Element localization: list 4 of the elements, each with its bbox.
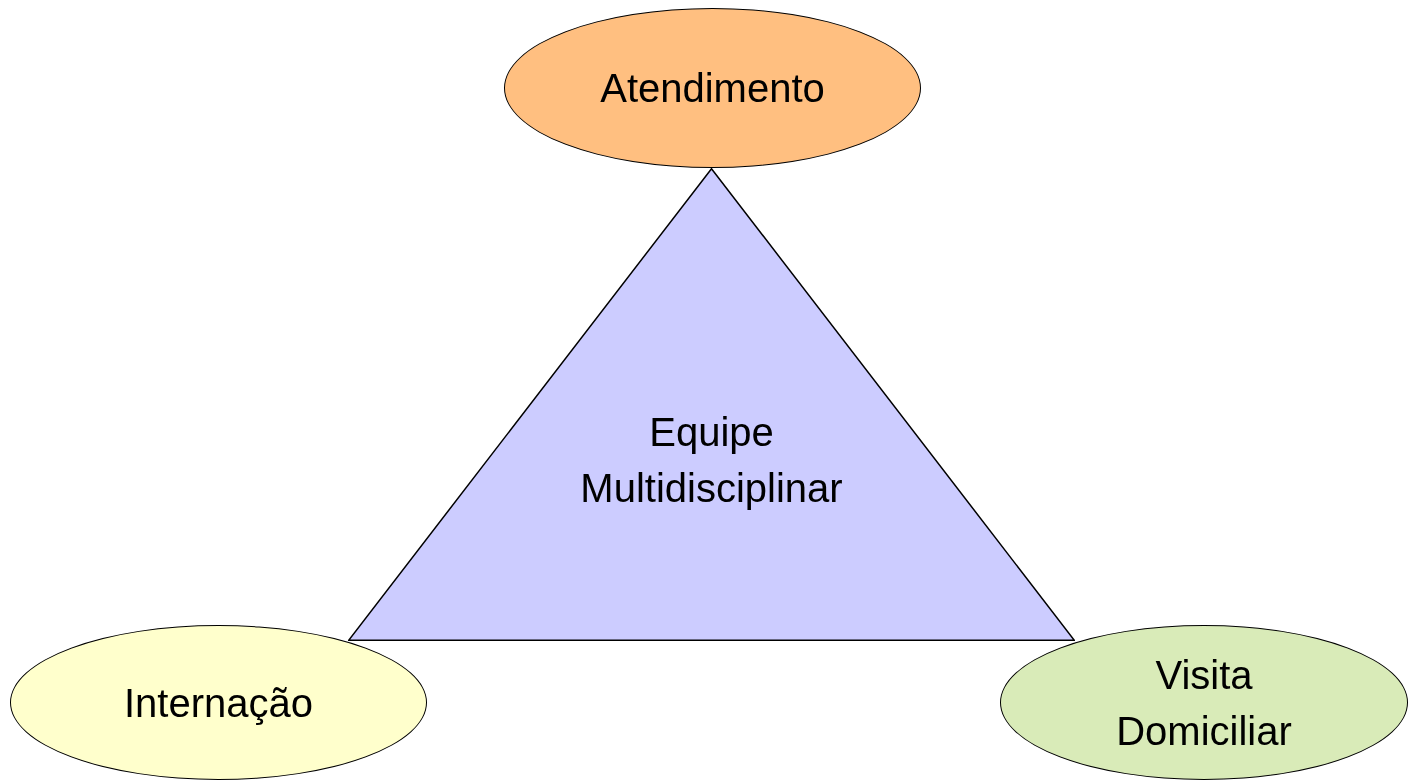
node-label: Visita Domiciliar: [1115, 651, 1293, 755]
node-label: Atendimento: [600, 65, 825, 112]
node-label: Internação: [124, 679, 313, 727]
node-label: Equipe Multidisciplinar: [579, 408, 844, 512]
